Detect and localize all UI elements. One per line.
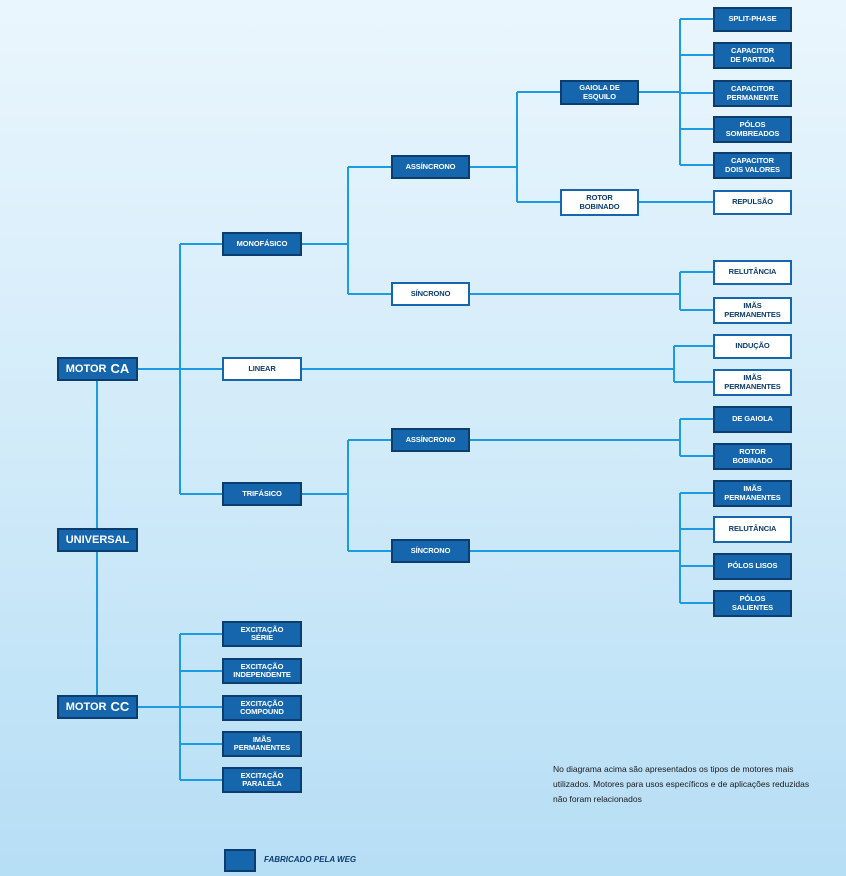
legend-label: FABRICADO PELA WEG	[264, 855, 357, 864]
mono-sincrono-box: SÍNCRONO	[391, 282, 470, 306]
tri-assincrono-box: ASSÍNCRONO	[391, 428, 470, 452]
inducao-box: INDUÇÃO	[713, 334, 792, 359]
universal-box: UNIVERSAL	[57, 528, 138, 552]
capacitor-permanente-box: CAPACITOR PERMANENTE	[713, 80, 792, 107]
mono-assincrono-box: ASSÍNCRONO	[391, 155, 470, 179]
tri-rotor-bobinado-box: ROTOR BOBINADO	[713, 443, 792, 470]
mono-relutancia-box: RELUTÂNCIA	[713, 260, 792, 285]
tri-imas-box: IMÃS PERMANENTES	[713, 480, 792, 507]
de-gaiola-box: DE GAIOLA	[713, 406, 792, 433]
gaiola-esquilo-box: GAIOLA DE ESQUILO	[560, 80, 639, 105]
motor-ca-prefix: MOTOR	[65, 363, 107, 375]
linear-imas-box: IMÃS PERMANENTES	[713, 369, 792, 396]
trifasico-box: TRIFÁSICO	[222, 482, 302, 506]
motor-ca-suffix: CA	[110, 361, 130, 376]
diagram-note: No diagrama acima são apresentados os ti…	[553, 764, 810, 804]
mono-imas-box: IMÃS PERMANENTES	[713, 297, 792, 324]
excitacao-paralela-box: EXCITAÇÃO PARALELA	[222, 767, 302, 793]
rotor-bobinado-mono-box: ROTOR BOBINADO	[560, 189, 639, 216]
motor-cc-suffix: CC	[110, 699, 130, 714]
motor-cc-prefix: MOTOR	[65, 701, 107, 713]
cc-imas-permanentes-box: IMÃS PERMANENTES	[222, 731, 302, 757]
legend-swatch	[224, 849, 256, 872]
capacitor-partida-box: CAPACITOR DE PARTIDA	[713, 42, 792, 69]
polos-sombreados-box: PÓLOS SOMBREADOS	[713, 116, 792, 143]
split-phase-box: SPLIT-PHASE	[713, 7, 792, 32]
polos-salientes-box: PÓLOS SALIENTES	[713, 590, 792, 617]
excitacao-compound-box: EXCITAÇÃO COMPOUND	[222, 695, 302, 721]
excitacao-independente-box: EXCITAÇÃO INDEPENDENTE	[222, 658, 302, 684]
excitacao-serie-box: EXCITAÇÃO SÉRIE	[222, 621, 302, 647]
tri-relutancia-box: RELUTÂNCIA	[713, 516, 792, 543]
monofasico-box: MONOFÁSICO	[222, 232, 302, 256]
polos-lisos-box: PÓLOS LISOS	[713, 553, 792, 580]
tri-sincrono-box: SÍNCRONO	[391, 539, 470, 563]
linear-box: LINEAR	[222, 357, 302, 381]
repulsao-box: REPULSÃO	[713, 190, 792, 215]
capacitor-dois-valores-box: CAPACITOR DOIS VALORES	[713, 152, 792, 179]
